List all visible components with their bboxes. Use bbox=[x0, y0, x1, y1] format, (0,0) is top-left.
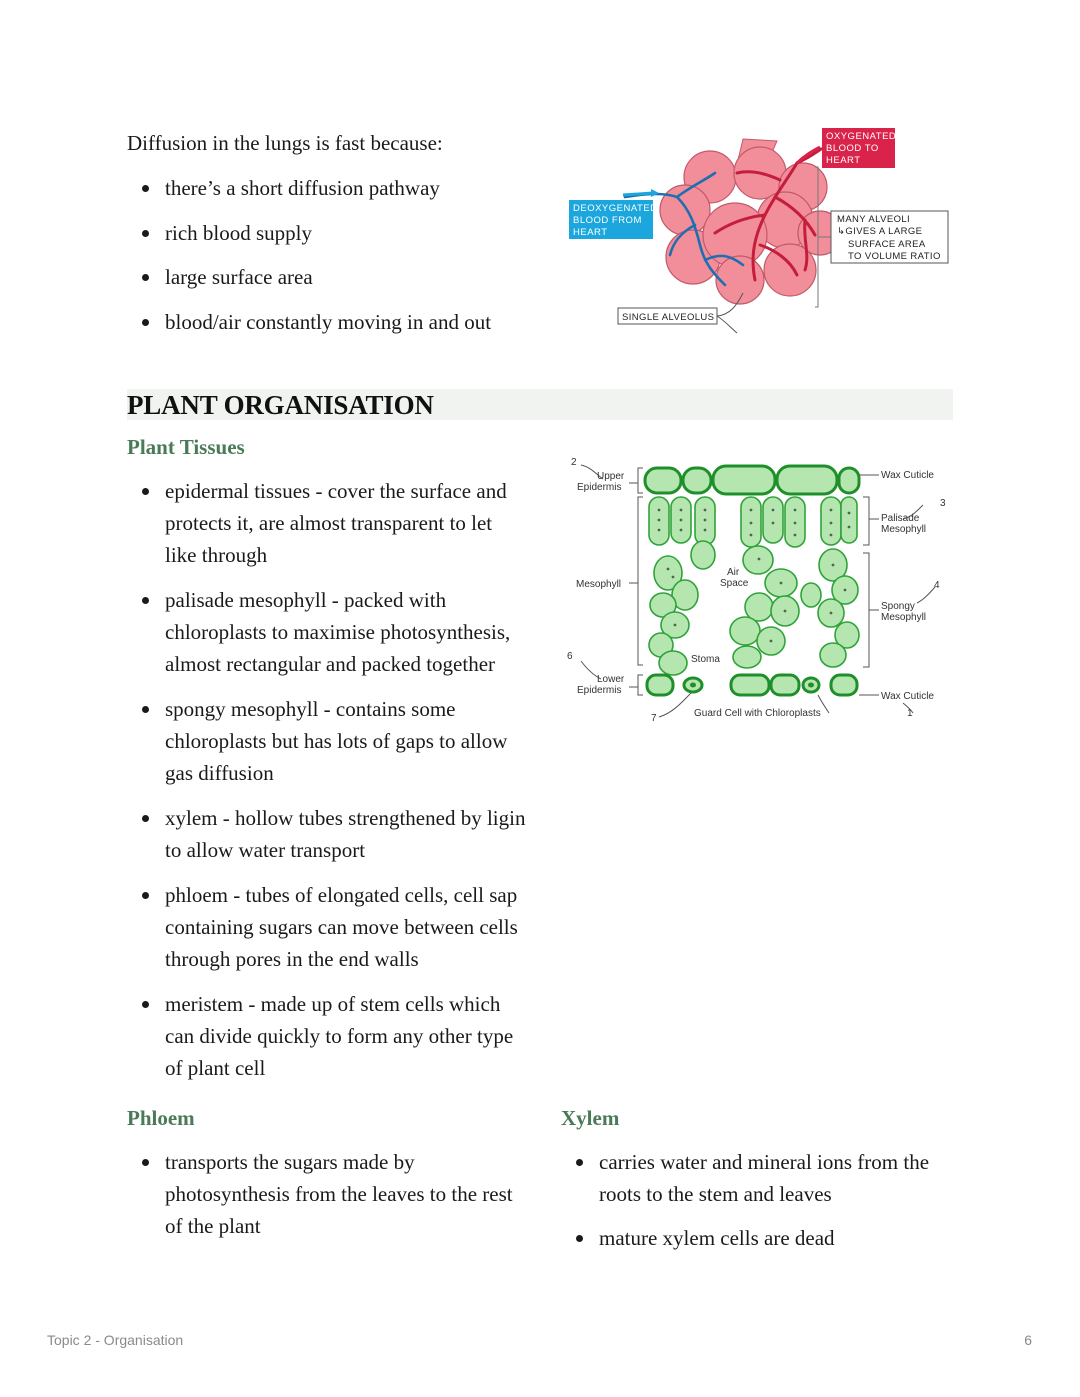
stoma-label: Stoma bbox=[691, 654, 720, 665]
section-header-bar bbox=[127, 389, 953, 420]
list-item: transports the sugars made by photosynth… bbox=[127, 1146, 527, 1242]
deoxygenated-label-3: HEART bbox=[573, 227, 608, 238]
phloem-list: transports the sugars made by photosynth… bbox=[127, 1146, 527, 1242]
diagram-number-4: 4 bbox=[934, 580, 940, 591]
lower-epidermis-label-1: Lower bbox=[597, 674, 625, 685]
list-item: carries water and mineral ions from the … bbox=[561, 1146, 961, 1210]
list-item: rich blood supply bbox=[127, 217, 547, 249]
alveoli-label-3: SURFACE AREA bbox=[848, 239, 926, 250]
wax-cuticle-bottom-label: Wax Cuticle bbox=[881, 691, 934, 702]
alveoli-label-1: MANY ALVEOLI bbox=[837, 214, 910, 225]
oxygenated-label-3: HEART bbox=[826, 155, 861, 166]
list-item: large surface area bbox=[127, 261, 547, 293]
oxygenated-label-1: OXYGENATED bbox=[826, 131, 896, 142]
diagram-number-6: 6 bbox=[567, 651, 573, 662]
single-alveolus-label: SINGLE ALVEOLUS bbox=[622, 312, 714, 323]
diagram-number-1: 1 bbox=[907, 708, 913, 719]
page-number: 6 bbox=[1024, 1332, 1032, 1348]
alveoli-label-4: TO VOLUME RATIO bbox=[848, 251, 941, 262]
air-space-label-1: Air bbox=[727, 567, 740, 578]
air-space-label-2: Space bbox=[720, 578, 749, 589]
spongy-label-2: Mesophyll bbox=[881, 612, 926, 623]
plant-tissues-heading: Plant Tissues bbox=[127, 435, 245, 459]
xylem-heading: Xylem bbox=[561, 1106, 620, 1130]
wax-cuticle-top-label: Wax Cuticle bbox=[881, 470, 934, 481]
deoxygenated-label-2: BLOOD FROM bbox=[573, 215, 642, 226]
list-item: epidermal tissues - cover the surface an… bbox=[127, 475, 527, 571]
list-item: xylem - hollow tubes strengthened by lig… bbox=[127, 802, 527, 866]
palisade-label-1: Palisade bbox=[881, 513, 920, 524]
oxygenated-label-2: BLOOD TO bbox=[826, 143, 879, 154]
list-item: mature xylem cells are dead bbox=[561, 1222, 961, 1254]
list-item: there’s a short diffusion pathway bbox=[127, 172, 547, 204]
list-item: palisade mesophyll - packed with chlorop… bbox=[127, 584, 527, 680]
diagram-number-3: 3 bbox=[940, 498, 946, 509]
list-item: meristem - made up of stem cells which c… bbox=[127, 988, 527, 1084]
spongy-label-1: Spongy bbox=[881, 601, 915, 612]
deoxygenated-label-1: DEOXYGENATED bbox=[573, 203, 657, 214]
alveoli-diagram: OXYGENATED BLOOD TO HEART DEOXYGENATED B… bbox=[569, 128, 949, 334]
phloem-heading: Phloem bbox=[127, 1106, 195, 1130]
list-item: blood/air constantly moving in and out bbox=[127, 306, 547, 338]
list-item: phloem - tubes of elongated cells, cell … bbox=[127, 879, 527, 975]
plant-tissues-list: epidermal tissues - cover the surface an… bbox=[127, 475, 527, 1097]
diagram-number-7: 7 bbox=[651, 713, 657, 724]
section-title: PLANT ORGANISATION bbox=[127, 390, 434, 420]
lung-diffusion-list: there’s a short diffusion pathway rich b… bbox=[127, 172, 547, 350]
diagram-number-2: 2 bbox=[571, 457, 577, 468]
palisade-label-2: Mesophyll bbox=[881, 524, 926, 535]
footer-topic: Topic 2 - Organisation bbox=[47, 1332, 184, 1348]
upper-epidermis-label-2: Epidermis bbox=[577, 482, 621, 493]
xylem-list: carries water and mineral ions from the … bbox=[561, 1146, 961, 1266]
intro-text: Diffusion in the lungs is fast because: bbox=[127, 131, 443, 155]
upper-epidermis-label-1: Upper bbox=[597, 471, 625, 482]
list-item: spongy mesophyll - contains some chlorop… bbox=[127, 693, 527, 789]
guard-cell-label: Guard Cell with Chloroplasts bbox=[694, 708, 821, 719]
mesophyll-label: Mesophyll bbox=[576, 579, 621, 590]
leaf-cross-section-diagram: Upper Epidermis Mesophyll Lower Epidermi… bbox=[567, 457, 946, 724]
alveoli-label-2: ↳GIVES A LARGE bbox=[837, 226, 922, 237]
lower-epidermis-label-2: Epidermis bbox=[577, 685, 621, 696]
